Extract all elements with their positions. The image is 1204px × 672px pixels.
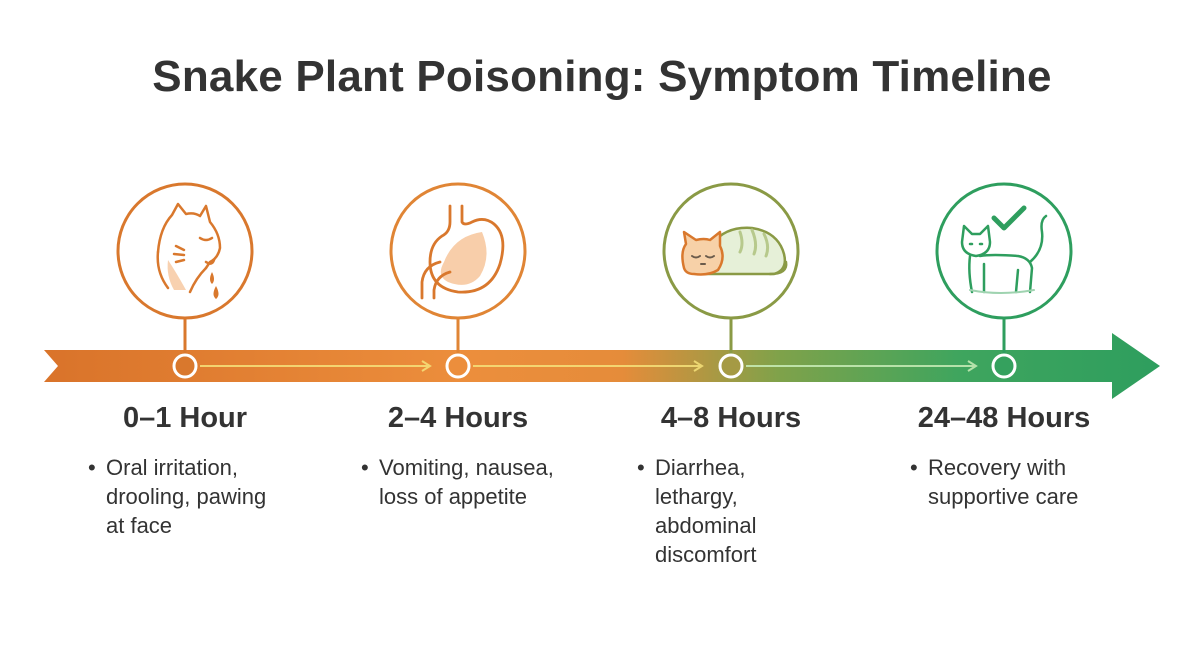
drooling-cat-icon <box>116 182 254 320</box>
timeline-marker-1 <box>172 353 198 379</box>
stage-label-4: 24–48 Hours <box>917 402 1091 434</box>
stage-description-text: Oral irritation, drooling, pawing at fac… <box>106 455 267 538</box>
timeline-marker-4 <box>991 353 1017 379</box>
page-title: Snake Plant Poisoning: Symptom Timeline <box>152 52 1052 101</box>
bullet: • <box>361 455 369 480</box>
healthy-cat-icon <box>935 182 1073 320</box>
inner-guide-lines <box>200 360 704 372</box>
stage-description-4: • Recovery with supportive care <box>910 453 1120 511</box>
bullet: • <box>910 455 918 480</box>
stage-description-3: • Diarrhea, lethargy, abdominal discomfo… <box>637 453 797 569</box>
timeline-marker-3 <box>718 353 744 379</box>
bullet: • <box>637 455 645 480</box>
stage-description-text: Diarrhea, lethargy, abdominal discomfort <box>655 455 757 567</box>
sleeping-cat-icon <box>662 182 800 320</box>
stage-description-text: Vomiting, nausea, loss of appetite <box>379 455 554 509</box>
timeline-marker-2 <box>445 353 471 379</box>
stage-description-1: • Oral irritation, drooling, pawing at f… <box>88 453 288 540</box>
stomach-icon <box>389 182 527 320</box>
stage-label-3: 4–8 Hours <box>660 402 802 434</box>
stage-description-text: Recovery with supportive care <box>928 455 1079 509</box>
stage-description-2: • Vomiting, nausea, loss of appetite <box>361 453 571 511</box>
stage-label-2: 2–4 Hours <box>387 402 529 434</box>
bullet: • <box>88 455 96 480</box>
stage-label-1: 0–1 Hour <box>122 402 248 434</box>
